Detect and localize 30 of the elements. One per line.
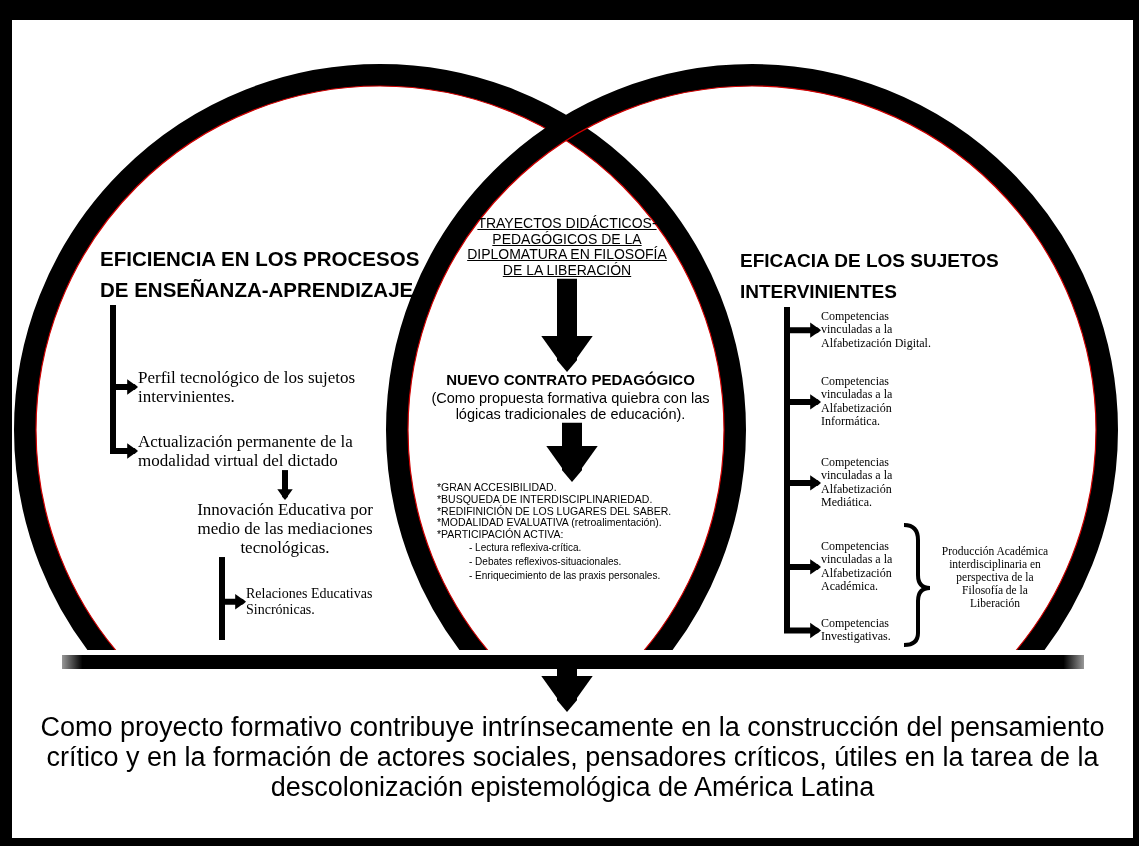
item-text: Relaciones Educativas Sincrónicas. [246, 586, 406, 618]
arrow [541, 278, 593, 372]
list-item: - Enriquecimiento de las praxis personales. [468, 568, 662, 583]
list-item: - Lectura reflexiva-crítica. [468, 540, 583, 555]
item-text: Competencias vinculadas a la Alfabetización Informática. [821, 375, 931, 429]
list-item: *MODALIDAD EVALUATIVA (retroalimentación). [437, 517, 663, 529]
bracket-line [219, 557, 225, 640]
merge-bar [62, 655, 1084, 669]
arrow [546, 422, 598, 482]
list-item: *PARTICIPACIÓN ACTIVA: [437, 529, 565, 541]
arrow [277, 470, 293, 500]
section-heading: EFICIENCIA EN LOS PROCESOS DE ENSEÑANZA-APRENDIZAJE [100, 243, 422, 305]
list-item: *BUSQUEDA DE INTERDISCIPLINARIEDAD. [437, 493, 654, 505]
heading-text: NUEVO CONTRATO PEDAGÓGICO [445, 372, 696, 389]
arrow [541, 669, 593, 712]
item-text: Innovación Educativa por medio de las mediaciones tecnológicas. [185, 500, 385, 558]
item-text: Competencias vinculadas a la Alfabetización Académica. [821, 540, 911, 594]
conclusion-text: Como proyecto formativo contribuye intrínsecamente en la construcción del pensamiento crítico y en la formación de actores sociales, pensadores críticos, útiles en la tarea de la descolonización epistemológica de América Latina [40, 712, 1105, 802]
item-text: Competencias vinculadas a la Alfabetización Mediática. [821, 456, 931, 510]
item-text: Actualización permanente de la modalidad virtual del dictado [138, 432, 383, 471]
list-item: *REDIFINICIÓN DE LOS LUGARES DEL SABER. [437, 505, 673, 518]
item-text: Competencias vinculadas a la Alfabetización Digital. [821, 310, 931, 351]
item-text: Perfil tecnológico de los sujetos intervinientes. [138, 368, 383, 407]
list-item: - Debates reflexivos-situacionales. [468, 554, 623, 569]
section-heading: EFICACIA DE LOS SUJETOS INTERVINIENTES [740, 245, 1030, 307]
description-text: (Como propuesta formativa quiebra con las lógicas tradicionales de educación). [430, 390, 711, 423]
note-text: Producción Académica interdisciplinaria en perspectiva de la Filosofía de la Liberación [940, 545, 1050, 610]
list-item: *GRAN ACCESIBILIDAD. [437, 482, 558, 494]
title-text: TRAYECTOS DIDÁCTICOS-PEDAGÓGICOS DE LA DIPLOMATURA EN FILOSOFÍA DE LA LIBERACIÓN [457, 216, 677, 279]
item-text: Competencias Investigativas. [821, 617, 911, 644]
